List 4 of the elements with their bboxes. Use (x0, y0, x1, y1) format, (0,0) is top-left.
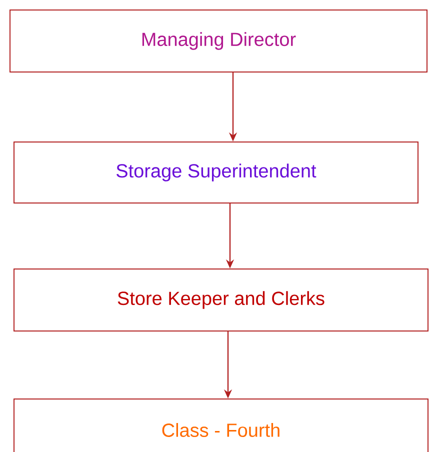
org-box: Class - Fourth (14, 398, 428, 452)
org-box: Storage Superintendent (14, 142, 418, 204)
org-box: Store Keeper and Clerks (14, 268, 428, 332)
org-box: Managing Director (10, 10, 428, 72)
